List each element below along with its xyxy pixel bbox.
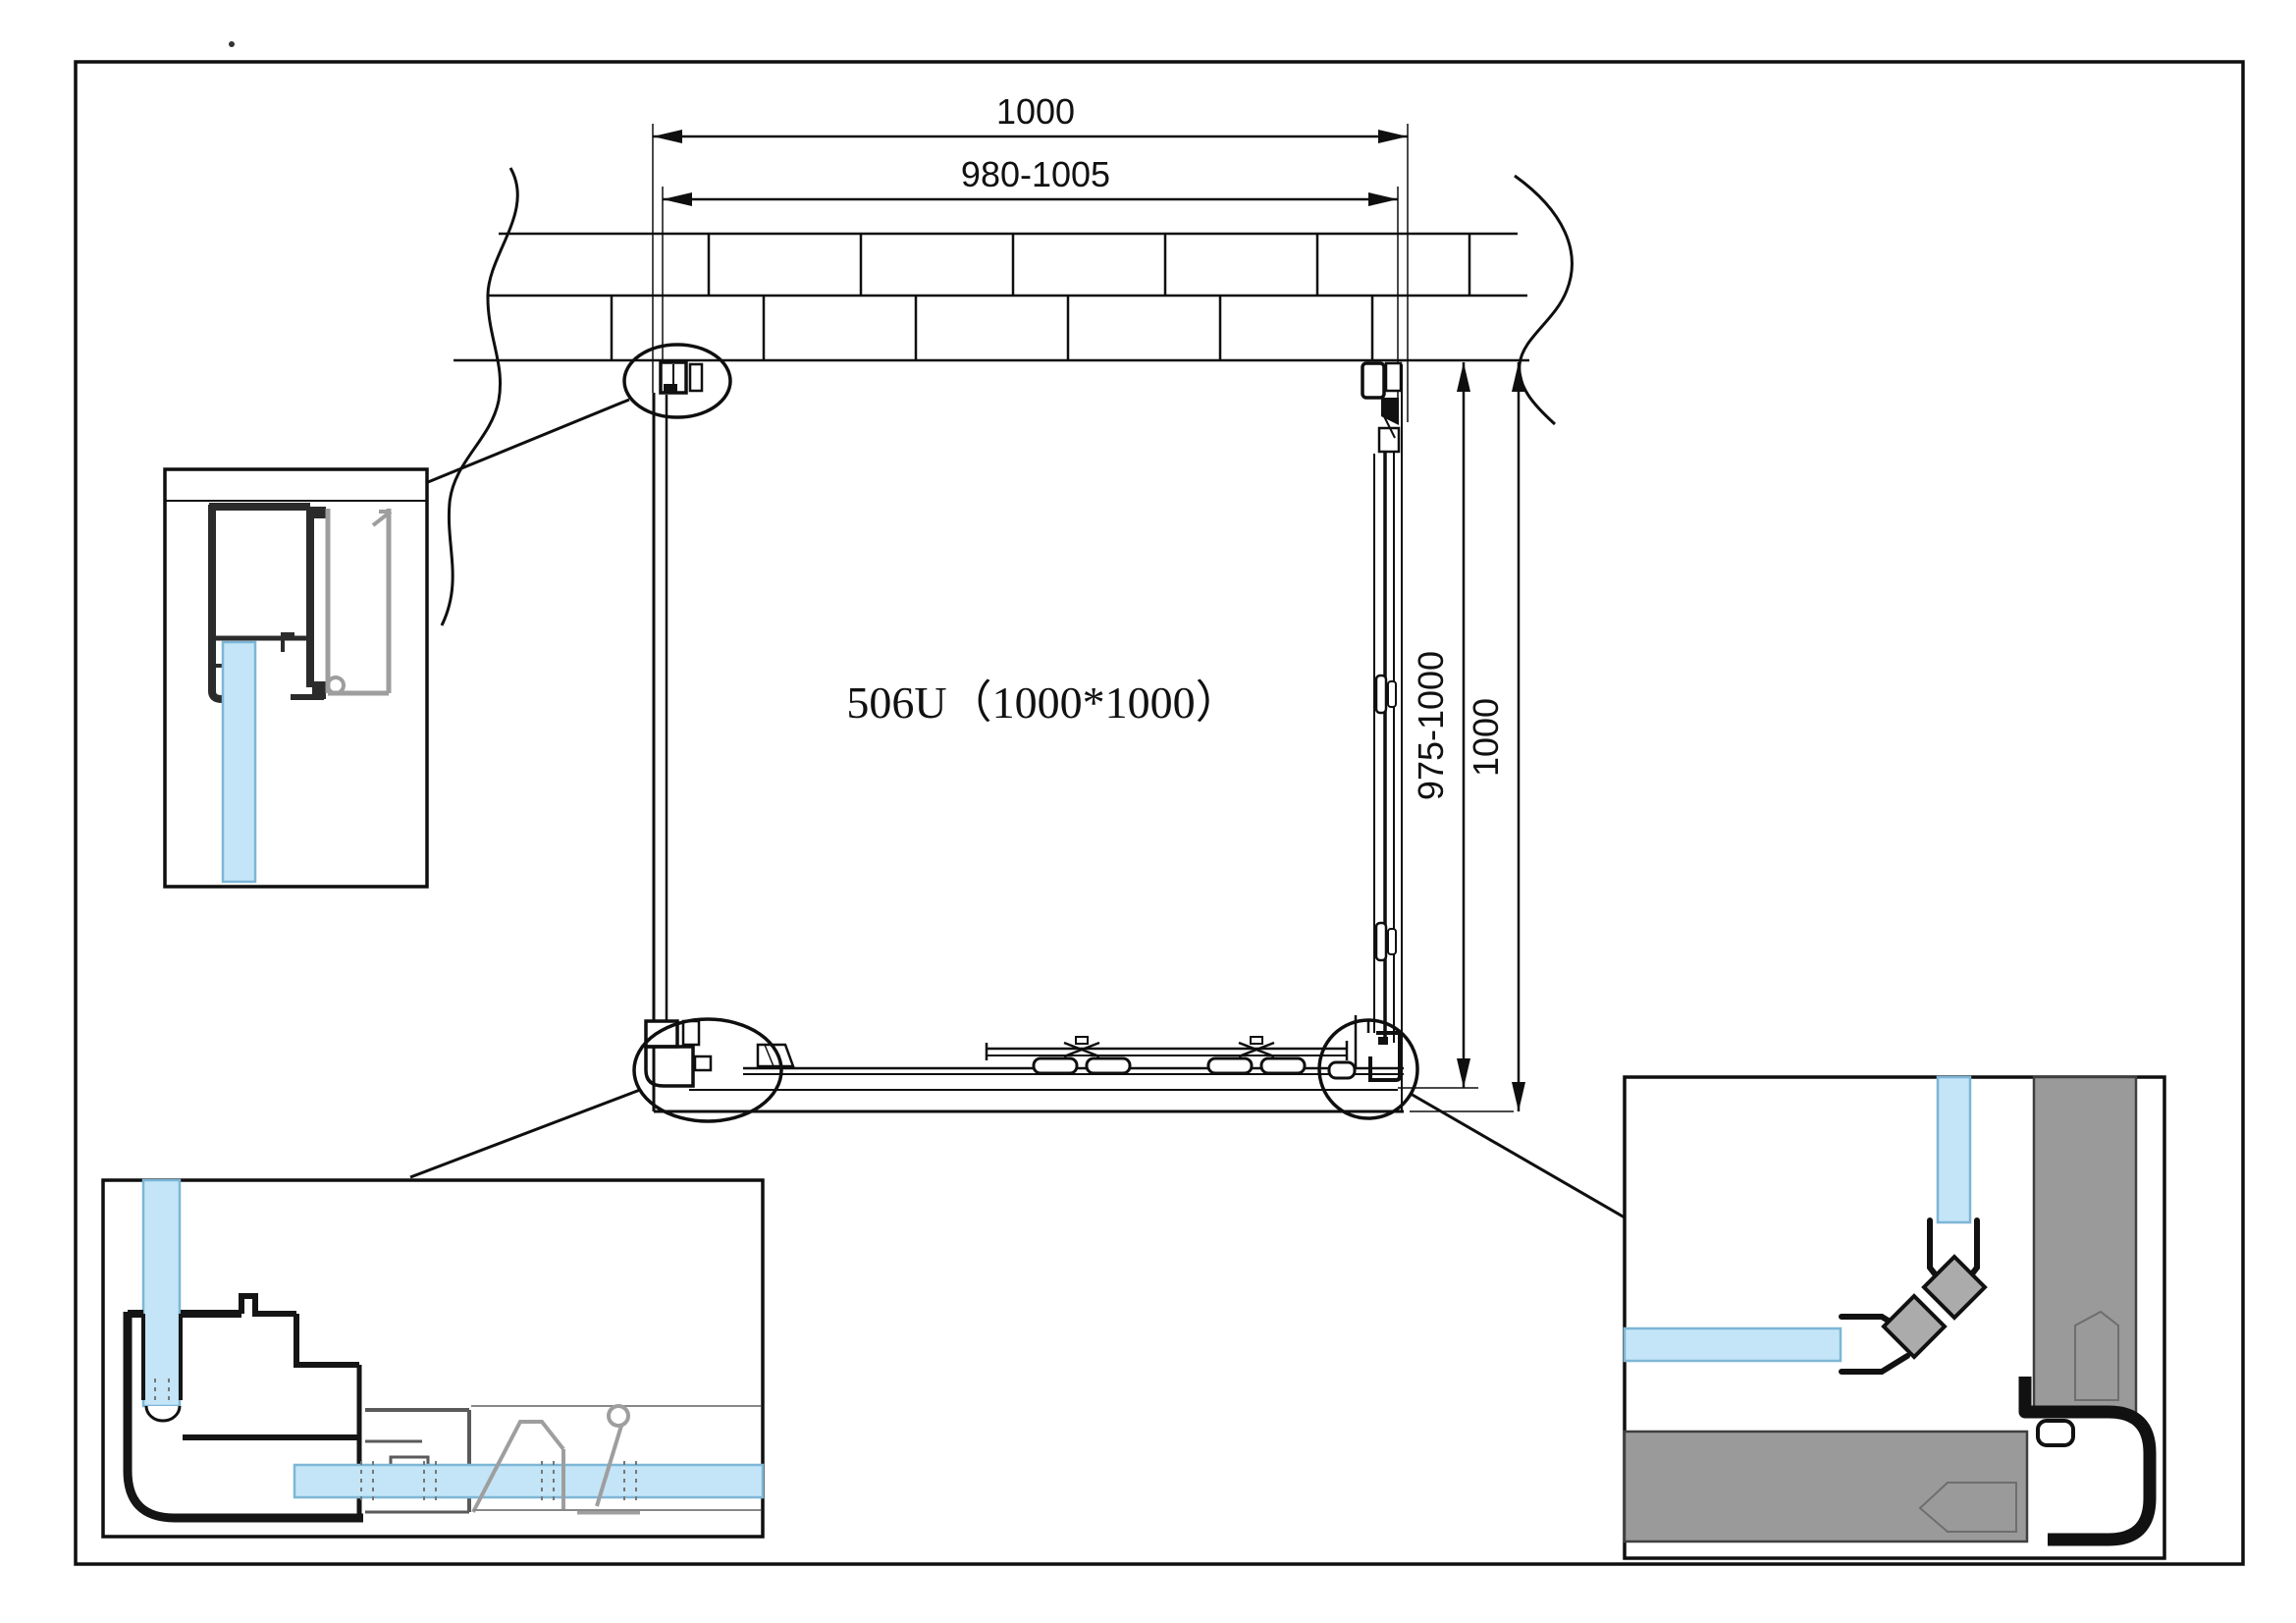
hidden-lines-through-glass bbox=[360, 1461, 637, 1502]
dimension-label: 975-1000 bbox=[1411, 651, 1451, 800]
detail-circle-top-left bbox=[622, 343, 732, 419]
dimension-right-outer: 1000 bbox=[1410, 362, 1525, 1112]
brick-wall bbox=[440, 167, 1574, 626]
left-glass-panel bbox=[652, 393, 668, 1111]
dimension-label: 1000 bbox=[1466, 698, 1506, 777]
wall-break-right bbox=[1514, 174, 1574, 426]
detail-circle-bottom-right bbox=[1317, 1018, 1419, 1120]
dimension-top-outer: 1000 bbox=[652, 91, 1409, 422]
glass-gasket bbox=[144, 1405, 182, 1423]
corner-trim-profile bbox=[2018, 1377, 2157, 1546]
arrow-right-icon bbox=[1378, 130, 1408, 143]
roller-arm-section bbox=[471, 1404, 761, 1515]
leader-bottom-right bbox=[1410, 1092, 1626, 1219]
arrow-up-icon bbox=[1457, 362, 1470, 392]
arrow-left-icon bbox=[653, 130, 682, 143]
arrow-down-icon bbox=[1457, 1058, 1470, 1088]
magnet-block-2 bbox=[1921, 1254, 1988, 1321]
cover-profile-section bbox=[312, 507, 393, 699]
arrow-left-icon bbox=[663, 192, 692, 206]
door-glass-horizontal bbox=[1623, 1326, 1842, 1363]
roller-left bbox=[1032, 1036, 1132, 1075]
leader-top-left bbox=[427, 398, 630, 484]
sliding-glass-section bbox=[293, 1463, 765, 1499]
wall-break-left bbox=[440, 167, 519, 626]
detail-circle-bottom-left bbox=[632, 1017, 783, 1123]
glass-clamp-lower bbox=[1374, 921, 1397, 962]
brick-joints-bottom-row bbox=[610, 296, 1374, 360]
arrow-down-icon bbox=[1512, 1082, 1525, 1111]
wall-detail-outline bbox=[2074, 1310, 2119, 1401]
wall-section-vertical bbox=[2032, 1075, 2138, 1417]
dimension-right-range: 975-1000 bbox=[1398, 362, 1478, 1089]
sliding-glass-ends bbox=[985, 1041, 1349, 1060]
wall-profile-top-right bbox=[1361, 361, 1403, 454]
corner-connector-bottom-right bbox=[1327, 1015, 1402, 1082]
hidden-lines bbox=[154, 1379, 170, 1402]
leader-bottom-left bbox=[409, 1088, 641, 1179]
glass-panel-section bbox=[221, 640, 257, 884]
floor-detail-outline bbox=[1918, 1482, 2017, 1533]
dimension-label: 1000 bbox=[996, 91, 1075, 132]
detail-box-bottom-track bbox=[101, 1178, 765, 1539]
arrow-right-icon bbox=[1368, 192, 1398, 206]
corner-profile-bottom-left bbox=[644, 1019, 795, 1088]
magnet-block-1 bbox=[1881, 1293, 1948, 1360]
stray-dot bbox=[229, 41, 235, 47]
brick-joints-top-row bbox=[707, 234, 1471, 296]
glass-clamp-upper bbox=[1374, 674, 1397, 715]
wall-profile-top-left bbox=[659, 360, 704, 395]
magnet-seal bbox=[1839, 1217, 1988, 1375]
fixed-glass-section bbox=[141, 1178, 182, 1408]
detail-box-top-profile bbox=[163, 467, 429, 889]
shower-enclosure-plan: 506U（1000*1000） bbox=[644, 360, 1404, 1113]
roller-right bbox=[1206, 1036, 1307, 1075]
wall-profile-section bbox=[208, 503, 324, 703]
wall-section-horizontal bbox=[1623, 1430, 2029, 1543]
model-label: 506U（1000*1000） bbox=[846, 677, 1240, 728]
dimension-label: 980-1005 bbox=[961, 154, 1110, 194]
door-glass-vertical bbox=[1936, 1075, 1972, 1224]
dimension-top-range: 980-1005 bbox=[662, 154, 1399, 422]
detail-box-magnet-corner bbox=[1623, 1075, 2166, 1560]
corner-profile-section bbox=[123, 1293, 363, 1523]
arrow-up-icon bbox=[1512, 362, 1525, 392]
